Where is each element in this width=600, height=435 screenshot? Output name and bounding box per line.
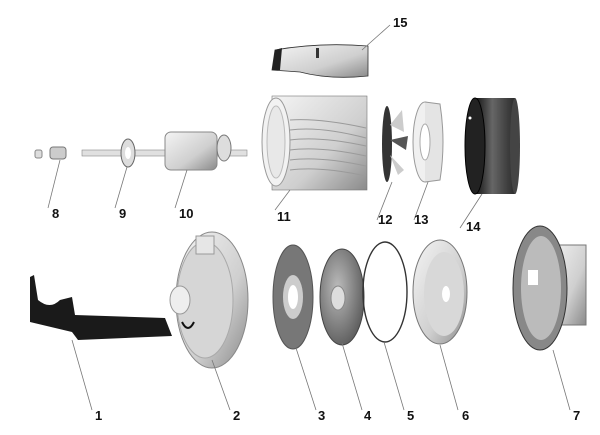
- part-9-bearing: [120, 138, 136, 168]
- label-part-15: 15: [393, 15, 407, 30]
- label-part-10: 10: [179, 206, 193, 221]
- part-12-fan: [382, 106, 408, 182]
- leader-lines: [47, 24, 571, 411]
- label-part-8: 8: [52, 206, 59, 221]
- label-part-13: 13: [414, 212, 428, 227]
- label-part-9: 9: [119, 206, 126, 221]
- label-part-4: 4: [364, 408, 372, 423]
- label-part-6: 6: [462, 408, 469, 423]
- part-5-o-ring: [362, 241, 408, 343]
- part-13-end-cap: [412, 101, 444, 183]
- label-part-7: 7: [573, 408, 580, 423]
- part-10-rotor-shaft: [81, 131, 248, 171]
- part-4-impeller: [319, 248, 365, 346]
- label-part-11: 11: [277, 209, 291, 224]
- part-11-motor-housing: [261, 95, 368, 191]
- label-part-14: 14: [466, 219, 481, 234]
- part-2-pump-casing: [169, 231, 249, 369]
- part-7-motor-bracket: [512, 225, 587, 351]
- label-part-5: 5: [407, 408, 414, 423]
- label-part-2: 2: [233, 408, 240, 423]
- label-part-1: 1: [95, 408, 102, 423]
- part-6-seal-plate: [412, 239, 468, 345]
- label-part-12: 12: [378, 212, 392, 227]
- part-8-seal: [34, 146, 67, 160]
- label-part-3: 3: [318, 408, 325, 423]
- part-1-base-bracket: [30, 275, 172, 340]
- part-14-fan-cover: [464, 97, 520, 195]
- part-15-terminal-cover: [271, 44, 369, 78]
- part-3-diffuser: [272, 244, 314, 350]
